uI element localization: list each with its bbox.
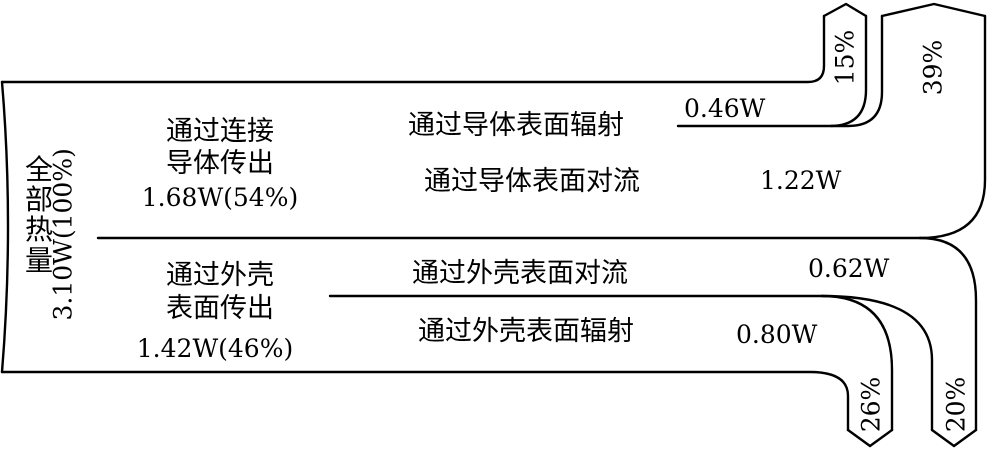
- flow-housing-radiation-label: 通过外壳表面辐射: [418, 316, 634, 347]
- arrow-head-20: [930, 428, 978, 448]
- lower-right-outer-edge: [918, 236, 978, 432]
- total-label: 全部热量: [24, 153, 53, 277]
- flow-conductor-convection-label: 通过导体表面对流: [424, 166, 640, 197]
- inlet-left-edge: [0, 80, 10, 374]
- housing-branch-title-1: 通过外壳: [166, 260, 274, 291]
- separator-convection-conductor: [829, 14, 884, 128]
- percent-conductor-convection: 39%: [918, 39, 948, 96]
- arrow-head-15: [822, 2, 868, 18]
- percent-conductor-radiation: 15%: [830, 29, 860, 86]
- flow-conductor-radiation-label: 通过导体表面辐射: [408, 110, 624, 141]
- arrow-head-39: [880, 2, 987, 18]
- conductor-branch-title-1: 通过连接: [166, 116, 274, 147]
- flow-conductor-radiation-value: 0.46W: [684, 94, 766, 123]
- flow-housing-radiation-value: 0.80W: [736, 320, 818, 349]
- housing-branch-title-2: 表面传出: [166, 293, 274, 324]
- flow-housing-convection-value: 0.62W: [808, 254, 890, 283]
- housing-branch-value: 1.42W(46%): [136, 334, 294, 363]
- separator-housing-inner: [820, 294, 934, 432]
- percent-housing-radiation: 26%: [856, 376, 886, 433]
- arrow-head-26: [846, 428, 894, 448]
- top-channel-outer: [0, 14, 826, 84]
- separator-housing-inner-2: [820, 294, 894, 432]
- percent-housing-convection: 20%: [941, 376, 971, 433]
- flow-conductor-convection-value: 1.22W: [760, 166, 842, 195]
- conductor-branch-title-2: 导体传出: [166, 148, 274, 179]
- flow-housing-convection-label: 通过外壳表面对流: [412, 258, 628, 289]
- right-outer-edge: [918, 14, 987, 240]
- conductor-branch-value: 1.68W(54%): [141, 183, 299, 212]
- bottom-channel-outer: [0, 370, 850, 432]
- total-value: 3.10W(100%): [48, 148, 78, 321]
